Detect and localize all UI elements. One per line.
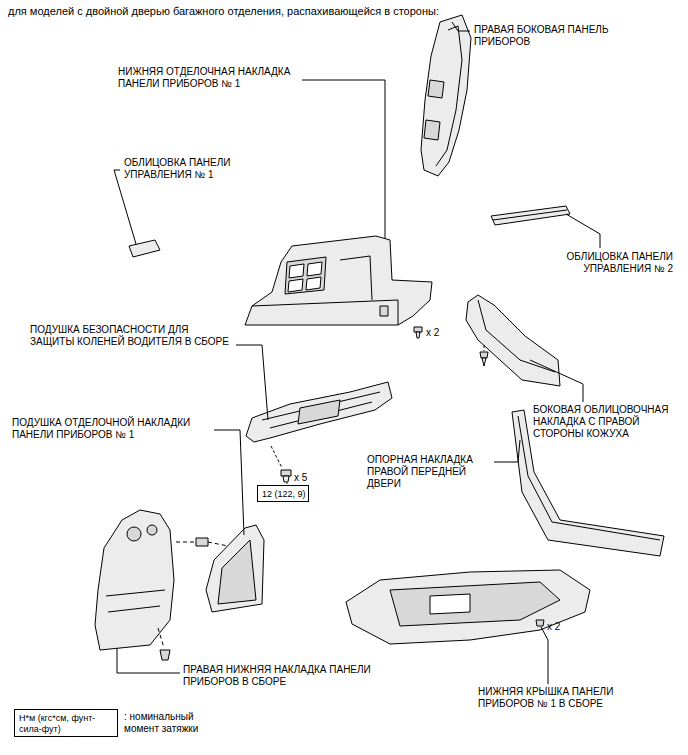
torque-box: 12 (122, 9) <box>257 485 309 502</box>
box-text: 12 (122, 9) <box>262 489 304 500</box>
quantity-mark: x 2 <box>547 621 560 633</box>
lower-cover-figure <box>346 570 590 644</box>
finish-panel-figure <box>245 236 432 325</box>
part-name: ПОДУШКА БЕЗОПАСНОСТИ ДЛЯ ЗАЩИТЫ КОЛЕНЕЙ … <box>30 324 235 348</box>
box-text: Н*м (кгс*см, фунт-сила-фут) <box>19 713 115 735</box>
part-name: : номинальный момент затяжки <box>124 711 219 735</box>
side-panel-figure <box>421 15 471 176</box>
cowl-trim-figure <box>466 295 560 386</box>
quantity-mark: x 2 <box>426 327 439 339</box>
bolt-figure <box>271 446 291 484</box>
part-name: НИЖНЯЯ ОТДЕЛОЧНАЯ НАКЛАДКА ПАНЕЛИ ПРИБОР… <box>118 66 318 90</box>
part-name: ПРАВАЯ НИЖНЯЯ НАКЛАДКА ПАНЕЛИ ПРИБОРОВ В… <box>183 664 408 688</box>
knee-airbag-figure <box>246 382 392 442</box>
part-name: ОБЛИЦОВКА ПАНЕЛИ УПРАВЛЕНИЯ № 1 <box>124 157 254 181</box>
lower-panel-figure <box>95 510 228 660</box>
leader-lines <box>114 22 600 684</box>
part-name: БОКОВАЯ ОБЛИЦОВОЧНАЯ НАКЛАДКА С ПРАВОЙ С… <box>533 404 683 440</box>
part-name: ОБЛИЦОВКА ПАНЕЛИ УПРАВЛЕНИЯ № 2 <box>533 251 673 275</box>
cover-1-figure <box>129 240 160 257</box>
part-name: ПОДУШКА ОТДЕЛОЧНОЙ НАКЛАДКИ ПАНЕЛИ ПРИБО… <box>12 417 217 441</box>
cover-2-figure <box>491 206 570 225</box>
cushion-figure <box>206 525 264 612</box>
part-name: ОПОРНАЯ НАКЛАДКА ПРАВОЙ ПЕРЕДНЕЙ ДВЕРИ <box>367 454 492 490</box>
unit-box: Н*м (кгс*см, фунт-сила-фут) <box>14 709 118 737</box>
part-name: ПРАВАЯ БОКОВАЯ ПАНЕЛЬ ПРИБОРОВ <box>474 24 624 48</box>
bolt-figure <box>414 327 422 338</box>
part-name: НИЖНЯЯ КРЫШКА ПАНЕЛИ ПРИБОРОВ № 1 В СБОР… <box>478 686 643 710</box>
quantity-mark: x 5 <box>294 472 307 484</box>
heading: для моделей с двойной дверью багажного о… <box>8 5 439 18</box>
